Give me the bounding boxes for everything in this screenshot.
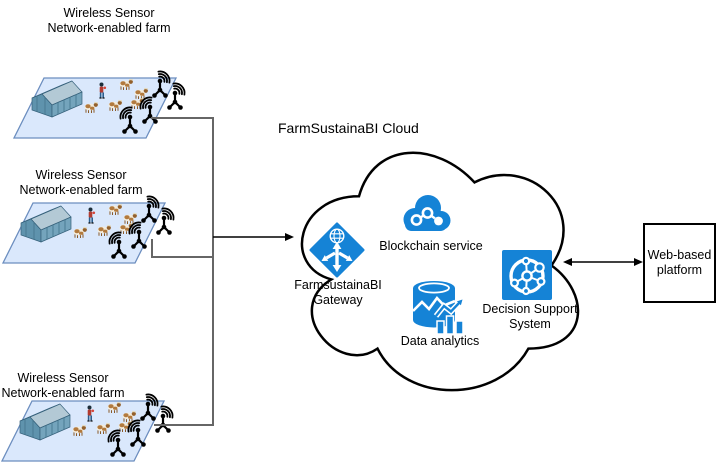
- farm-label-3-line2: Network-enabled farm: [1, 386, 125, 400]
- blockchain-label: Blockchain service: [379, 239, 483, 253]
- cloud-to-web-arrow: [563, 258, 643, 266]
- gateway-label: FarmsustainaBI Gateway: [278, 278, 398, 308]
- farm-label-2-line1: Wireless Sensor: [35, 168, 127, 182]
- farm-label-2-line2: Network-enabled farm: [19, 183, 143, 197]
- cloud-title: FarmSustainaBI Cloud: [278, 120, 419, 136]
- dss-label-line2: System: [509, 317, 551, 331]
- farm-label-1-line2: Network-enabled farm: [47, 21, 171, 35]
- farm-label-3-line1: Wireless Sensor: [17, 371, 109, 385]
- decision-support-label: Decision Support System: [470, 302, 590, 332]
- farm-to-cloud-arrow: [213, 233, 294, 241]
- web-platform-line2: platform: [656, 263, 703, 277]
- web-platform-box: Web-based platform: [643, 223, 716, 303]
- farm2-connector: [151, 239, 213, 258]
- farm-label-1: Wireless Sensor Network-enabled farm: [34, 6, 184, 36]
- blockchain-icon: [403, 195, 451, 231]
- dss-label-line1: Decision Support: [482, 302, 578, 316]
- web-platform-label: Web-based platform: [648, 248, 712, 278]
- cloud-shape: [300, 151, 580, 392]
- data-analytics-icon: [412, 281, 464, 335]
- gateway-label-line1: FarmsustainaBI: [294, 278, 382, 292]
- farm-illustration-2: [3, 196, 174, 263]
- farm-illustration-1: [14, 71, 185, 138]
- gateway-icon: [309, 222, 365, 278]
- farm-label-2: Wireless Sensor Network-enabled farm: [6, 168, 156, 198]
- gateway-label-line2: Gateway: [313, 293, 363, 307]
- web-platform-line1: Web-based: [647, 248, 712, 262]
- farm-label-3: Wireless Sensor Network-enabled farm: [0, 371, 138, 401]
- data-analytics-label: Data analytics: [400, 334, 480, 348]
- farm-illustration-3: [2, 394, 173, 461]
- farm-label-1-line1: Wireless Sensor: [63, 6, 155, 20]
- decision-support-icon: [502, 250, 552, 300]
- farm-connector-trunk: [151, 117, 214, 426]
